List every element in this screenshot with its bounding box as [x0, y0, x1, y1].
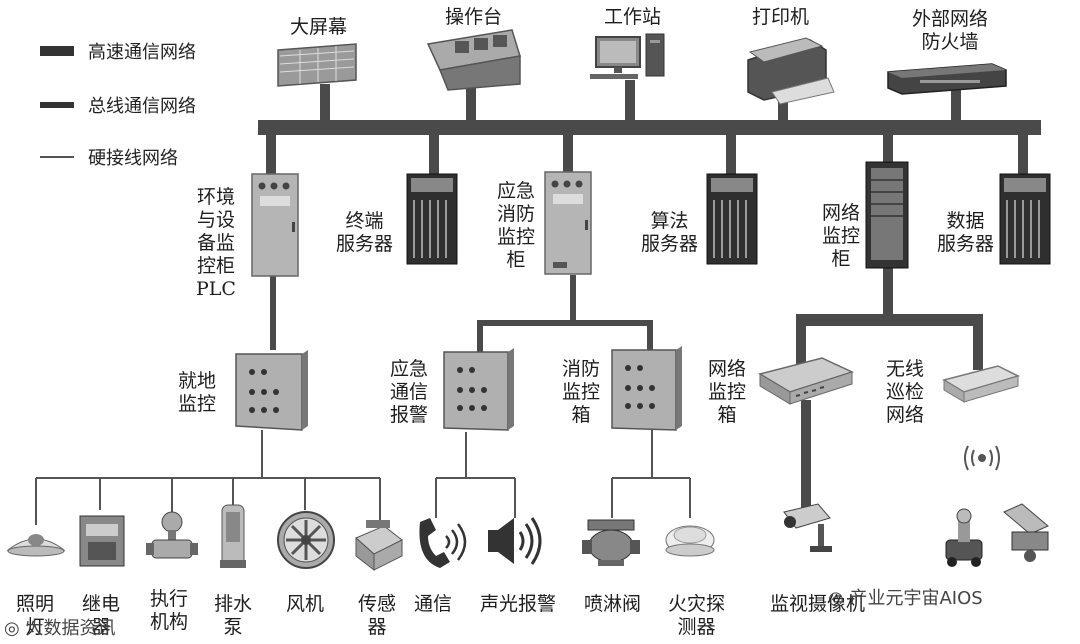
label-actuator: 执行 机构	[150, 588, 189, 633]
label-fire-detector: 火灾探 测器	[668, 593, 726, 638]
console-icon	[426, 29, 521, 91]
relay-icon	[79, 515, 125, 567]
label-data-server: 数据 服务器	[937, 210, 995, 255]
fire-detector-icon	[665, 525, 715, 557]
label-sound-light-alarm: 声光报警	[480, 593, 557, 615]
label-firewall: 外部网络 防火墙	[912, 8, 989, 53]
firewall-icon	[887, 63, 1007, 95]
label-fan: 风机	[286, 593, 325, 615]
fire-monitor-box-icon	[611, 346, 682, 431]
wireless-router-icon	[942, 365, 1021, 403]
telephone-icon	[419, 518, 467, 568]
watermark-right: ◎ 产业元宇宙AIOS	[828, 584, 983, 610]
axial-fan-icon	[277, 511, 335, 569]
label-workstation: 工作站	[604, 6, 662, 28]
label-sprinkler: 喷淋阀	[584, 593, 642, 615]
legend-hardwire: 硬接线网络	[40, 144, 178, 170]
label-emergency-cabinet: 应急 消防 监控 柜	[497, 180, 536, 271]
label-console: 操作台	[445, 6, 503, 28]
label-lighting: 照明 灯	[16, 593, 55, 638]
label-network-cabinet: 网络 监控 柜	[822, 202, 861, 270]
terminal-server-icon	[406, 173, 458, 265]
legend-high-speed: 高速通信网络	[40, 38, 196, 64]
network-monitor-cabinet-icon	[865, 161, 909, 269]
big-screen-icon	[277, 43, 357, 87]
speaker-alarm-icon	[488, 517, 542, 565]
local-control-box-icon	[235, 350, 308, 431]
label-emergency-alarm: 应急 通信 报警	[390, 358, 429, 426]
watermark-left-text: 大数据资讯	[25, 618, 116, 639]
env-monitor-cabinet-icon	[251, 173, 299, 277]
printer-icon	[747, 37, 835, 105]
high-speed-backbone	[258, 120, 1041, 135]
drain-pump-icon	[220, 504, 246, 568]
wifi-signal-icon	[964, 445, 1000, 471]
legend-swatch-medium	[40, 102, 74, 108]
label-fire-box: 消防 监控 箱	[562, 358, 601, 426]
label-relay: 继电 器	[82, 593, 121, 638]
label-printer: 打印机	[752, 6, 810, 28]
label-network-box: 网络 监控 箱	[708, 358, 747, 426]
network-switch-icon	[758, 357, 855, 405]
inspection-robot-icon	[945, 508, 983, 567]
label-terminal-server: 终端 服务器	[336, 210, 394, 255]
watermark-right-text: 产业元宇宙AIOS	[849, 588, 983, 609]
label-big-screen: 大屏幕	[290, 16, 348, 38]
workstation-icon	[590, 33, 665, 79]
watermark-left: ◎ 大数据资讯	[4, 614, 115, 640]
label-local-control: 就地 监控	[178, 370, 217, 415]
emergency-alarm-box-icon	[443, 348, 514, 431]
label-camera: 监视摄像机	[770, 593, 866, 615]
sensor-icon	[355, 520, 403, 572]
lighting-icon	[6, 534, 66, 557]
algorithm-server-icon	[706, 173, 758, 265]
data-server-icon	[999, 173, 1051, 265]
legend-bus: 总线通信网络	[40, 92, 196, 118]
label-drain-pump: 排水 泵	[214, 593, 253, 638]
label-env-cabinet: 环境 与设 备监 控柜 PLC	[196, 186, 236, 300]
emergency-fire-cabinet-icon	[544, 171, 592, 275]
rail-robot-icon	[1003, 503, 1049, 562]
label-wireless: 无线 巡检 网络	[886, 358, 925, 426]
legend-swatch-thick	[40, 46, 74, 56]
legend-label: 高速通信网络	[88, 42, 196, 63]
legend-swatch-thin	[40, 156, 74, 158]
actuator-icon	[146, 511, 198, 559]
label-comm: 通信	[414, 593, 453, 615]
surveillance-camera-icon	[783, 503, 832, 552]
wechat-icon: ◎	[828, 588, 844, 609]
wechat-icon: ◎	[4, 618, 20, 639]
label-sensor: 传感 器	[358, 593, 397, 638]
legend-label: 硬接线网络	[88, 148, 178, 169]
legend-label: 总线通信网络	[88, 96, 196, 117]
label-algorithm-server: 算法 服务器	[641, 210, 699, 255]
sprinkler-valve-icon	[582, 519, 640, 566]
